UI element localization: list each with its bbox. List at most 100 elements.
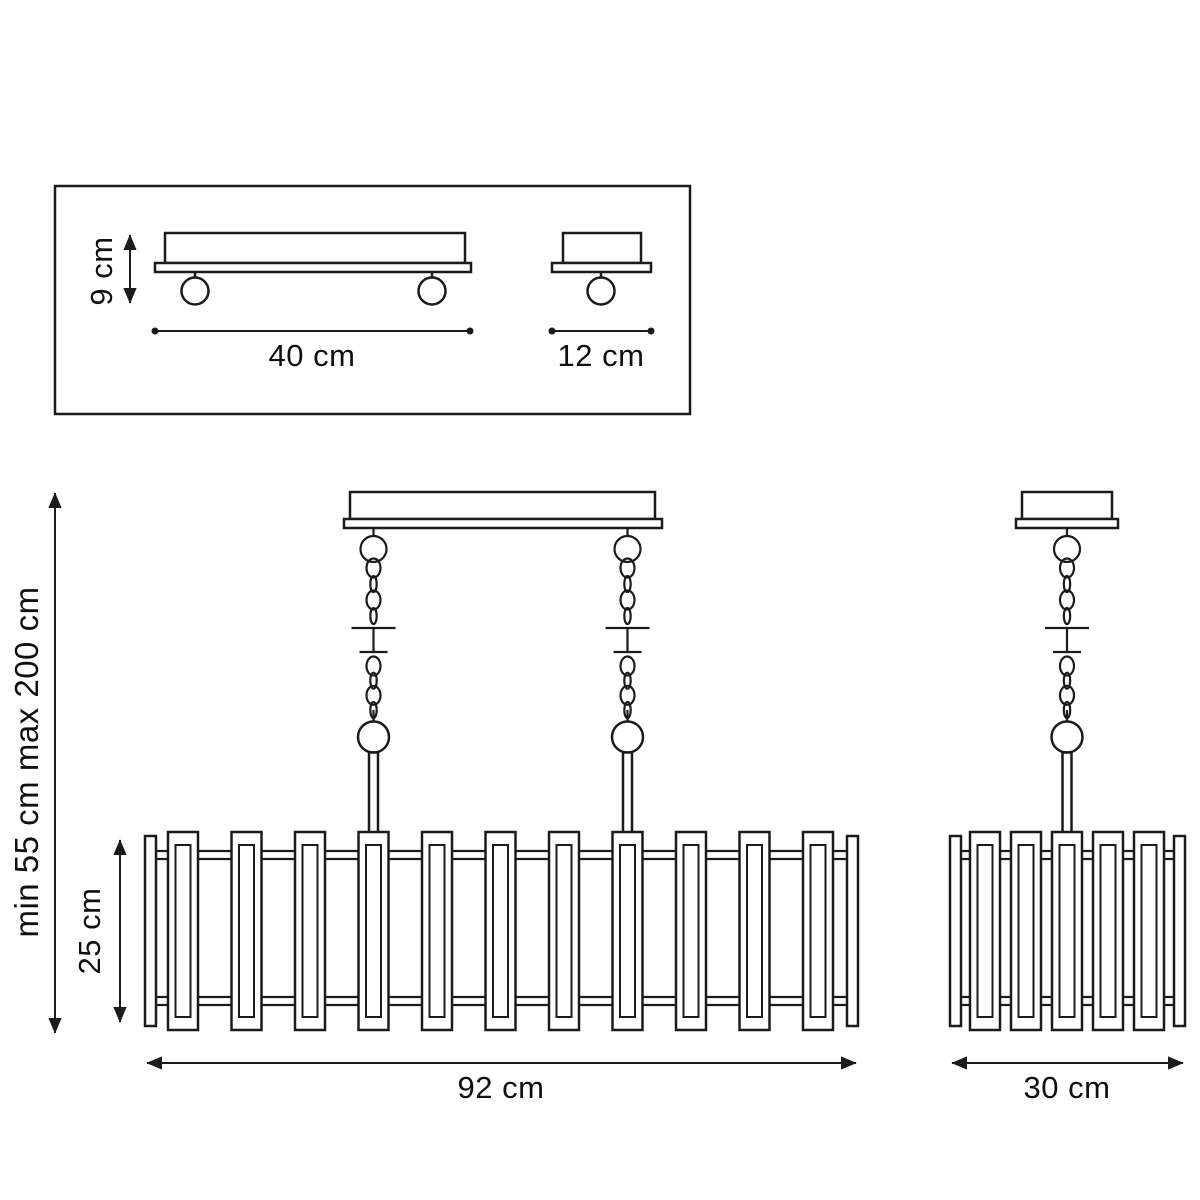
- chain-link: [1058, 557, 1076, 579]
- slat: [484, 830, 517, 1032]
- dim-label-shade-depth: 30 cm: [1024, 1070, 1111, 1105]
- chain-link: [365, 557, 382, 579]
- dim-canopy-length: 40 cm: [151, 327, 474, 373]
- shade-body: [948, 830, 1187, 1032]
- slat: [968, 830, 1002, 1032]
- slat-inner: [1058, 844, 1076, 1018]
- dim-end-dot: [548, 327, 556, 335]
- slat-inner: [682, 844, 700, 1018]
- dim-label-canopy-length: 40 cm: [269, 338, 356, 373]
- slat: [611, 830, 644, 1032]
- dim-shade-length: 92 cm: [146, 1056, 857, 1105]
- chain-link: [623, 671, 632, 690]
- canopy-top-view-short: [550, 231, 653, 306]
- slat-inner: [174, 844, 192, 1018]
- suspension-chain: [605, 527, 650, 850]
- dim-end-dot: [466, 327, 474, 335]
- slat: [1050, 830, 1084, 1032]
- canopy-front-plate: [342, 517, 664, 530]
- chain-link: [365, 684, 382, 706]
- chain-ball: [610, 720, 645, 754]
- chain-link: [1062, 671, 1072, 690]
- chain-link: [1058, 684, 1076, 706]
- dim-label-canopy-side-length: 12 cm: [558, 338, 645, 373]
- dim-label-suspension-range: min 55 cm max 200 cm: [8, 586, 45, 937]
- slat: [420, 830, 454, 1032]
- shade-body: [143, 830, 860, 1032]
- slat-inner: [301, 844, 319, 1018]
- slat-inner: [1017, 844, 1035, 1018]
- chain-link: [623, 606, 632, 626]
- dim-suspension-range: min 55 cm max 200 cm: [8, 492, 62, 1034]
- hook-ring-icon: [417, 276, 447, 306]
- canopy-side-plate: [1014, 517, 1120, 530]
- dim-end-dot: [647, 327, 655, 335]
- canopy-short-body: [561, 231, 643, 265]
- chain-hook-ring: [613, 534, 642, 564]
- chain-link: [365, 655, 382, 677]
- chain-link: [365, 589, 382, 611]
- slat: [357, 830, 390, 1032]
- suspension-chain: [351, 527, 396, 850]
- chain-link: [1058, 655, 1076, 677]
- canopy-front-body: [348, 490, 657, 521]
- canopy-long-plate: [153, 261, 473, 274]
- dim-label-shade-height: 25 cm: [72, 888, 107, 975]
- slat-inner: [619, 844, 636, 1018]
- dim-label-shade-length: 92 cm: [458, 1070, 545, 1105]
- suspension-chain: [1045, 527, 1089, 850]
- slat-inner: [555, 844, 573, 1018]
- slat-inner: [492, 844, 509, 1018]
- canopy-top-view-long: [153, 231, 473, 306]
- slat: [230, 830, 263, 1032]
- front-view: [143, 490, 860, 1032]
- canopy-side-body: [1020, 490, 1114, 521]
- slat: [1091, 830, 1125, 1032]
- slat: [738, 830, 771, 1032]
- hook-ring-icon: [586, 276, 616, 306]
- slat-inner: [365, 844, 382, 1018]
- chain-link: [369, 574, 378, 594]
- chain-ball: [1050, 720, 1084, 754]
- dim-canopy-height: 9 cm: [84, 234, 137, 306]
- chain-link: [369, 671, 378, 690]
- slat-inner: [1099, 844, 1117, 1018]
- hook-ring-icon: [180, 276, 210, 306]
- end-slat: [1172, 834, 1187, 1028]
- chain-link: [1062, 606, 1072, 626]
- chain-link: [623, 574, 632, 594]
- canopy-short-plate: [550, 261, 653, 274]
- chain-hook-ring: [359, 534, 388, 564]
- slat: [1009, 830, 1043, 1032]
- chain-hook-ring: [1052, 534, 1082, 564]
- slat-inner: [238, 844, 255, 1018]
- slat-inner: [428, 844, 446, 1018]
- dim-canopy-side-length: 12 cm: [548, 327, 655, 373]
- slat: [1132, 830, 1166, 1032]
- canopy-long-body: [163, 231, 467, 265]
- dim-shade-depth: 30 cm: [951, 1056, 1184, 1105]
- dim-label-canopy-height: 9 cm: [84, 236, 119, 305]
- side-view: [948, 490, 1187, 1032]
- dim-end-dot: [151, 327, 159, 335]
- slat-inner: [746, 844, 763, 1018]
- slat: [674, 830, 708, 1032]
- chain-link: [619, 589, 636, 611]
- chain-link: [619, 684, 636, 706]
- chain-link: [369, 606, 378, 626]
- dim-shade-height: 25 cm: [72, 839, 127, 1023]
- slat: [801, 830, 835, 1032]
- chain-link: [1058, 589, 1076, 611]
- chain-link: [619, 655, 636, 677]
- end-slat: [948, 834, 963, 1028]
- slat-inner: [809, 844, 827, 1018]
- slat-inner: [976, 844, 994, 1018]
- chain-ball: [356, 720, 391, 754]
- chain-link: [1062, 574, 1072, 594]
- slat: [293, 830, 327, 1032]
- slat-inner: [1140, 844, 1158, 1018]
- slat: [547, 830, 581, 1032]
- slat: [166, 830, 200, 1032]
